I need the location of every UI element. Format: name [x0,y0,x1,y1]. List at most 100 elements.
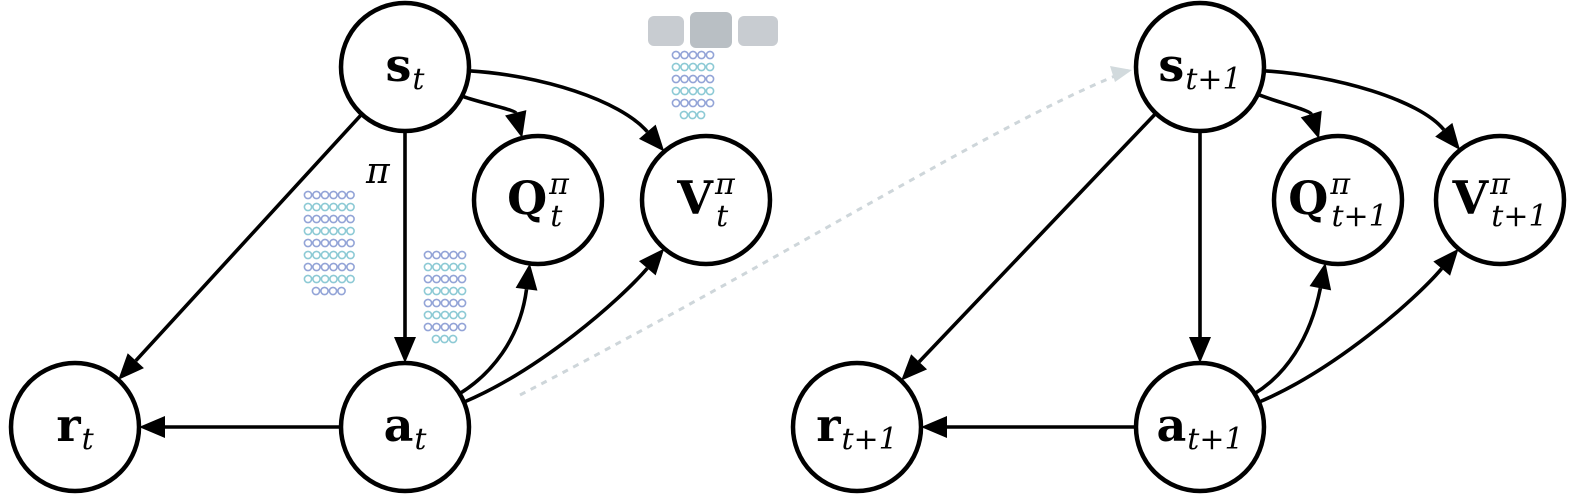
nn-dot [671,50,681,60]
nn-dot [303,250,313,260]
edge-a-t1-to-V-t1 [1258,267,1444,404]
nn-dot [688,98,698,108]
nn-dot [346,250,355,260]
nn-dot [688,62,698,72]
node-superscript: π [1489,167,1511,202]
nn-dot [337,238,347,248]
node-symbol: Q [507,171,547,225]
nn-dot [440,250,450,260]
edge-s-t1-to-V-t1 [1263,68,1446,131]
nn-dot [320,214,330,224]
nn-dot [329,202,338,212]
node-r-t1: rt+1 [790,360,924,494]
node-superscript: π [714,167,736,202]
nn-dot [312,262,321,272]
nn-dot [696,110,706,120]
node-circle [790,360,924,494]
nn-dot [449,322,458,332]
nn-dot [448,334,458,344]
nn-dot [688,110,697,120]
node-symbol: a [384,398,414,452]
nn-dot [312,238,321,248]
node-subscript: t [82,422,95,457]
nn-dot [337,262,347,272]
nn-dot [679,110,689,120]
nn-dot [671,86,681,96]
nn-dot [449,310,458,320]
neural-net-icon-left [303,190,355,296]
nn-dot [337,250,347,260]
node-a-t1: at+1 [1133,360,1267,494]
edge-a-t1-to-Q-t1 [1253,287,1323,396]
nn-dot [688,74,698,84]
nn-dot [671,98,681,108]
node-superscript: π [548,167,570,202]
nn-dot [423,262,433,272]
nn-dot [346,274,355,284]
nn-dot [440,262,450,272]
nn-dot [697,98,706,108]
nn-dot [320,190,330,200]
nn-dot [329,262,338,272]
node-subscript: t+1 [1491,199,1547,234]
node-a-t: at [338,360,472,494]
nn-dot [337,286,346,296]
node-symbol: r [816,398,841,452]
nn-dot [423,298,433,308]
node-s-t1: st+1 [1133,0,1267,134]
nn-dot [440,274,450,284]
nn-dot [705,62,715,72]
nn-dot [432,298,441,308]
nn-dot [457,322,467,332]
arrowhead-a-t-to-V-t [638,248,665,276]
nn-dot [311,286,321,296]
node-subscript: t+1 [841,422,897,457]
arrowhead-s-t-to-Q-t [505,110,527,138]
policy-label: π [365,151,391,192]
nn-dot [303,190,313,200]
nn-dot [312,274,321,284]
nn-dot [432,286,441,296]
nn-dot [337,226,347,236]
nn-dot [329,214,338,224]
nn-dot [449,298,458,308]
nn-dot [688,50,698,60]
nn-dot [303,214,313,224]
node-symbol: s [386,38,412,92]
nn-dot [457,298,467,308]
nn-dot [432,322,441,332]
nn-dot [329,250,338,260]
node-label: at+1 [1156,398,1243,457]
nn-dot [320,202,330,212]
nn-dot [423,250,433,260]
nn-dot [346,202,355,212]
nn-dot [449,286,458,296]
nn-dot [705,86,715,96]
nn-dot [440,298,450,308]
nn-dot [432,310,441,320]
nn-dot [688,86,698,96]
nn-dot [680,98,689,108]
edge-a-t-to-Q-t [458,289,529,396]
arrowhead-s-t1-to-V-t1 [1435,122,1461,151]
nn-dot [705,50,715,60]
arrowhead-s-t1-to-a-t1 [1189,337,1211,363]
nn-dot [440,286,450,296]
arrowhead-a-t-to-r-t [139,416,165,438]
node-subscript: t+1 [1331,199,1387,234]
nn-dot [346,262,355,272]
arrowhead-s-t1-to-r-t1 [901,354,928,381]
nn-dot [697,50,706,60]
arrowhead-s-t-to-r-t [118,353,144,380]
nn-dot [423,286,433,296]
nn-dot [680,50,689,60]
nn-dot [312,226,321,236]
node-symbol: r [56,398,81,452]
nn-dot [337,214,347,224]
